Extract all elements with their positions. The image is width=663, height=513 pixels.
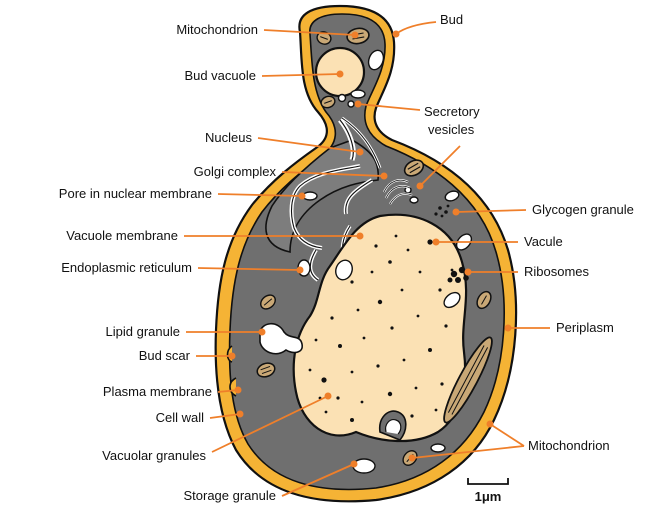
label-mitochondrion-bottom: Mitochondrion [528,438,610,453]
label-lipid-granule: Lipid granule [106,324,180,339]
label-vacuole-membrane: Vacuole membrane [66,228,178,243]
label-bud: Bud [440,12,463,27]
scale-bar: 1μm [468,478,508,504]
cell-illustration [216,6,516,501]
label-bud-scar: Bud scar [139,348,191,363]
label-secretory-vesicles-2: vesicles [428,122,475,137]
label-cell-wall: Cell wall [156,410,205,425]
label-glycogen-granule: Glycogen granule [532,202,634,217]
label-golgi-complex: Golgi complex [194,164,277,179]
label-ribosomes: Ribosomes [524,264,590,279]
label-mitochondrion-top: Mitochondrion [176,22,258,37]
label-plasma-membrane: Plasma membrane [103,384,212,399]
label-vacuolar-granules: Vacuolar granules [102,448,206,463]
label-pore-nuclear-membrane: Pore in nuclear membrane [59,186,212,201]
label-endoplasmic-reticulum: Endoplasmic reticulum [61,260,192,275]
label-bud-vacuole: Bud vacuole [184,68,256,83]
label-secretory-vesicles-1: Secretory [424,104,480,119]
scale-bar-label: 1μm [475,489,502,504]
label-periplasm: Periplasm [556,320,614,335]
label-storage-granule: Storage granule [183,488,276,503]
label-nucleus: Nucleus [205,130,252,145]
label-vacule: Vacule [524,234,563,249]
